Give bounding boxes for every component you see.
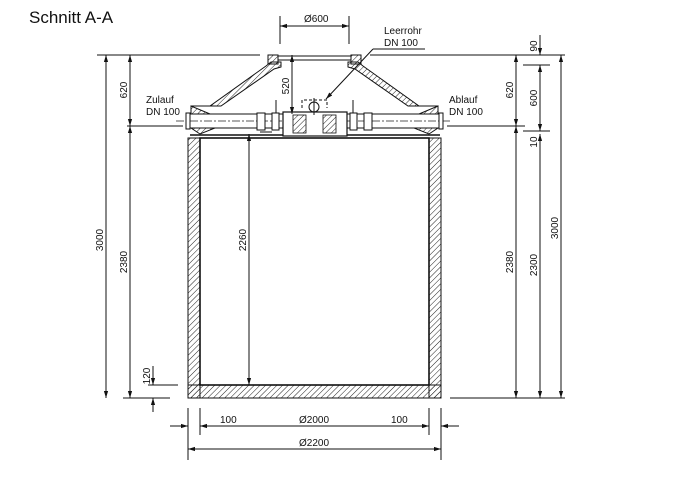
svg-text:620: 620 (119, 81, 130, 98)
dim-manhole-diameter: Ø600 (279, 14, 350, 44)
svg-text:2380: 2380 (505, 250, 516, 273)
tank-body (187, 137, 442, 399)
svg-text:2260: 2260 (238, 228, 249, 251)
zulauf-dn-label: DN 100 (146, 107, 180, 118)
ablauf-dn-label: DN 100 (449, 107, 483, 118)
svg-text:2380: 2380 (119, 250, 130, 273)
pipe-assembly (176, 98, 452, 139)
svg-text:2300: 2300 (529, 253, 540, 276)
svg-text:Ø2200: Ø2200 (299, 438, 329, 449)
dim-right-2380: 2380 (505, 126, 519, 398)
dim-right-620: 620 (505, 55, 519, 126)
svg-text:120: 120 (142, 367, 153, 384)
svg-text:600: 600 (529, 89, 540, 106)
svg-text:3000: 3000 (95, 228, 106, 251)
dim-left-2380: 2380 (119, 126, 133, 398)
zulauf-label: Zulauf (146, 95, 174, 106)
svg-text:90: 90 (529, 40, 540, 52)
svg-text:100: 100 (391, 415, 408, 426)
dim-bottom-outer: Ø2200 (188, 438, 441, 452)
dim-bottom-inner: 100 Ø2000 100 (170, 408, 459, 460)
leerrohr-dn-label: DN 100 (384, 38, 418, 49)
dim-left-120: 120 (142, 366, 178, 412)
svg-text:620: 620 (505, 81, 516, 98)
svg-text:Ø2000: Ø2000 (299, 415, 329, 426)
dim-left-3000: 3000 (95, 55, 109, 398)
svg-text:3000: 3000 (550, 216, 561, 239)
dim-inner-2260: 2260 (238, 134, 252, 385)
drawing-title: Schnitt A-A (29, 8, 114, 27)
svg-text:Ø600: Ø600 (304, 14, 329, 25)
leerrohr-label: Leerrohr (384, 26, 422, 37)
dim-right-3000: 3000 (550, 55, 564, 398)
ablauf-label: Ablauf (449, 95, 478, 106)
svg-text:520: 520 (281, 77, 292, 94)
leerrohr-leader (325, 48, 374, 100)
dim-left-620: 620 (119, 55, 133, 126)
dim-cover-520: 520 (281, 55, 295, 114)
svg-text:10: 10 (529, 136, 540, 148)
svg-text:100: 100 (220, 415, 237, 426)
dim-right-chain: 90 600 10 2300 (523, 35, 550, 398)
